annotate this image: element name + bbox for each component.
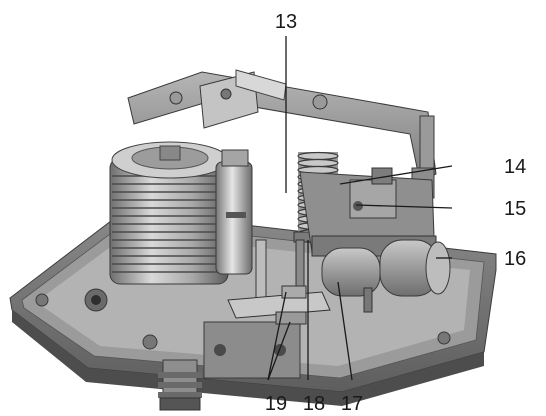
- callout-13: 13: [275, 11, 297, 33]
- piston-cylinder: [215, 149, 253, 275]
- front-bracket: [203, 321, 301, 379]
- leader-lines: [267, 36, 453, 381]
- leader-19b: [267, 321, 291, 381]
- leader-19a: [267, 291, 287, 381]
- leader-15: [355, 204, 453, 209]
- callout-15: 15: [504, 198, 526, 220]
- spring-coil: [297, 151, 339, 161]
- callout-19: 19: [265, 393, 287, 415]
- leader-17: [337, 281, 353, 381]
- lower-lever: [227, 285, 331, 325]
- callout-labels: 13 14 15 16 19 18 17: [265, 11, 526, 415]
- callout-16: 16: [504, 248, 526, 270]
- leader-14: [339, 165, 453, 185]
- callout-18: 18: [303, 393, 325, 415]
- spring-coil: [297, 158, 339, 168]
- callout-17: 17: [341, 393, 363, 415]
- callout-14: 14: [504, 156, 526, 178]
- magnet-assembly: [321, 239, 451, 313]
- pipe-connector: [158, 359, 202, 411]
- bellows: [109, 141, 229, 285]
